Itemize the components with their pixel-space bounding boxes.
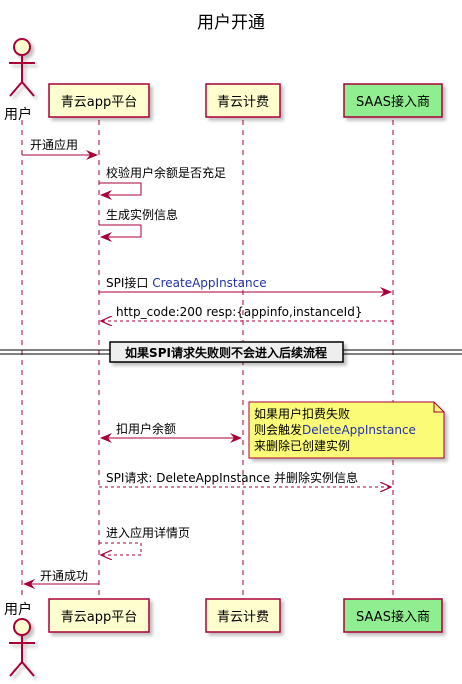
message-arrow-check-balance (99, 182, 142, 200)
divider: 如果SPI请求失败则不会进入后续流程 (0, 341, 462, 363)
note-line-1: 如果用户扣费失败 (254, 406, 350, 421)
message-spi-delete: SPI请求: DeleteAppInstance 并删除实例信息 (106, 470, 358, 485)
message-enter-detail: 进入应用详情页 (106, 525, 190, 540)
note-line-2: 则会触发DeleteAppInstance (254, 422, 416, 437)
diagram-title: 用户开通 (197, 13, 265, 33)
actor-user-top (9, 38, 35, 97)
participant-saas-bottom-label: SAAS接入商 (356, 609, 430, 625)
note: 如果用户扣费失败 则会触发DeleteAppInstance 来删除已创建实例 (248, 401, 445, 459)
message-spi-create-prefix: SPI接口 (106, 275, 152, 290)
note-line-2-prefix: 则会触发 (254, 422, 302, 437)
participant-billing-top: 青云计费 (205, 83, 281, 118)
participant-platform-bottom: 青云app平台 (48, 598, 150, 633)
message-open-success: 开通成功 (40, 569, 88, 583)
message-gen-instance: 生成实例信息 (106, 207, 178, 222)
actor-user-top-label: 用户 (4, 106, 32, 123)
message-arrow-gen-instance (99, 224, 142, 242)
participant-billing-top-label: 青云计费 (217, 95, 269, 110)
note-line-3: 来删除已创建实例 (254, 438, 350, 453)
message-arrow-enter-detail (99, 542, 142, 555)
participant-billing-bottom: 青云计费 (205, 598, 281, 633)
participant-platform-bottom-label: 青云app平台 (61, 610, 137, 625)
participant-platform-top-label: 青云app平台 (61, 95, 137, 110)
participant-saas-top: SAAS接入商 (343, 83, 443, 118)
divider-label: 如果SPI请求失败则不会进入后续流程 (125, 345, 327, 360)
create-app-instance-link[interactable]: CreateAppInstance (152, 276, 266, 290)
actor-user-bottom (9, 618, 35, 677)
message-spi-create: SPI接口 CreateAppInstance (106, 275, 267, 290)
participant-saas-top-label: SAAS接入商 (356, 94, 430, 110)
message-check-balance: 校验用户余额是否充足 (106, 165, 226, 180)
actor-user-bottom-label: 用户 (4, 601, 32, 618)
participant-platform-top: 青云app平台 (48, 83, 150, 118)
participant-saas-bottom: SAAS接入商 (343, 598, 443, 633)
message-http-response: http_code:200 resp:{appinfo,instanceId} (116, 305, 362, 319)
delete-app-instance-link[interactable]: DeleteAppInstance (302, 423, 416, 437)
message-deduct-balance: 扣用户余额 (116, 421, 176, 436)
message-open-app: 开通应用 (30, 137, 78, 152)
participant-billing-bottom-label: 青云计费 (217, 610, 269, 625)
